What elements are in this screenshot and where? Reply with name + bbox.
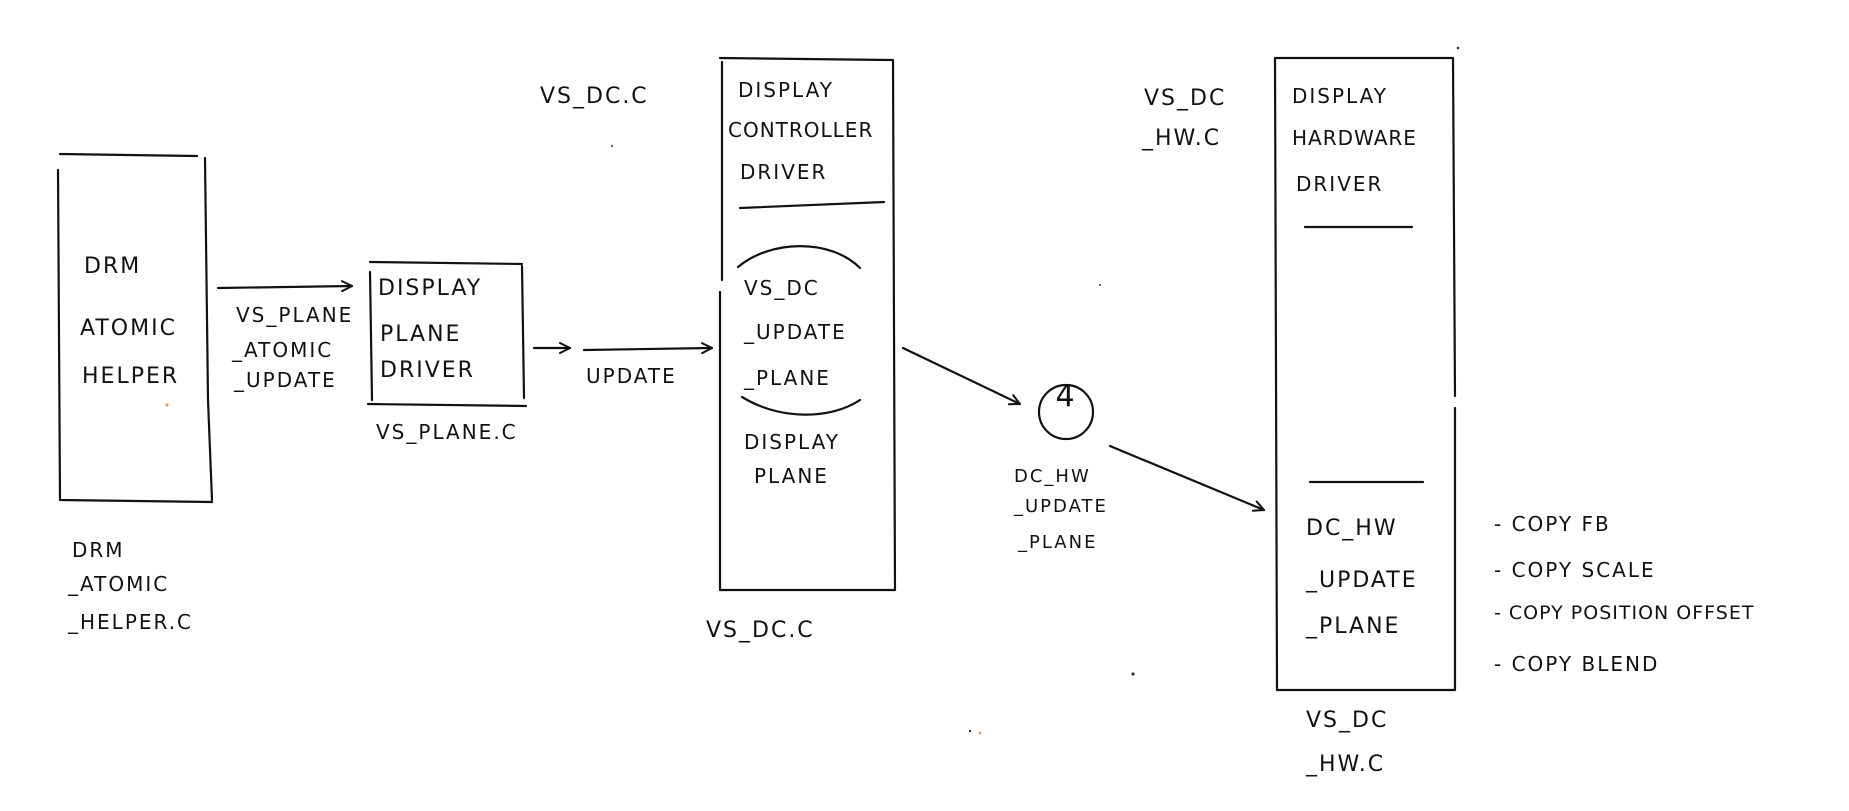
- step-label-2: _UPDATE: [1014, 496, 1108, 517]
- edge-atomic-update-label-3: _UPDATE: [234, 368, 337, 392]
- drm-helper-label-1: DRM: [84, 254, 142, 279]
- edge-update-label: UPDATE: [586, 364, 677, 388]
- hw-func-3: _PLANE: [1306, 614, 1401, 639]
- hw-file-bottom-2: _HW.C: [1306, 752, 1386, 777]
- plane-driver-box: [366, 260, 528, 408]
- speck: [1131, 672, 1135, 676]
- drm-helper-file-1: DRM: [72, 538, 125, 562]
- copy-list-item-2: - COPY SCALE: [1494, 558, 1656, 582]
- step-number: 4: [1055, 379, 1075, 414]
- step-label-1: DC_HW: [1014, 466, 1091, 487]
- hw-file-top-1: VS_DC: [1144, 86, 1227, 111]
- dc-title-2: CONTROLLER: [728, 118, 874, 142]
- hw-func-1: DC_HW: [1306, 516, 1398, 541]
- copy-list-item-1: - COPY FB: [1494, 512, 1611, 536]
- copy-list-item-3: - COPY POSITION OFFSET: [1494, 602, 1755, 624]
- hw-file-top-2: _HW.C: [1142, 126, 1222, 151]
- edge-atomic-update-label-1: VS_PLANE: [236, 303, 354, 327]
- edge-atomic-update-arrow: [216, 280, 354, 293]
- copy-list-item-4: - COPY BLEND: [1494, 652, 1660, 676]
- hw-title-1: DISPLAY: [1292, 84, 1389, 108]
- dc-func-top-arc: [736, 245, 862, 270]
- plane-driver-file: VS_PLANE.C: [376, 420, 518, 444]
- step-to-hw-arrow: [1108, 444, 1266, 512]
- dc-func-3: _PLANE: [744, 366, 831, 390]
- step-label-3: _PLANE: [1018, 532, 1098, 553]
- dc-title-1: DISPLAY: [738, 78, 835, 102]
- dc-to-step-arrow: [901, 346, 1022, 406]
- edge-update-arrow: [582, 342, 714, 355]
- dc-driver-box: [718, 56, 897, 592]
- drm-helper-label-2: ATOMIC: [80, 316, 177, 341]
- dc-sub-2: PLANE: [754, 464, 829, 488]
- hw-func-2: _UPDATE: [1306, 568, 1418, 593]
- speck: [968, 729, 972, 733]
- dc-func-2: _UPDATE: [744, 320, 847, 344]
- speck: [978, 731, 982, 735]
- dc-func-bottom-arc: [740, 395, 862, 416]
- step-circle: [1037, 383, 1095, 441]
- hw-driver-box: [1273, 56, 1457, 692]
- speck: [611, 145, 613, 147]
- dc-func-1: VS_DC: [744, 276, 820, 300]
- drm-helper-box: [56, 152, 214, 504]
- hw-title-2: HARDWARE: [1292, 126, 1417, 150]
- dc-sub-1: DISPLAY: [744, 430, 841, 454]
- drm-helper-label-3: HELPER: [82, 364, 180, 389]
- hw-title-3: DRIVER: [1296, 172, 1384, 196]
- dc-title-3: DRIVER: [740, 160, 828, 184]
- speck: [165, 403, 169, 407]
- plane-driver-label-3: DRIVER: [380, 358, 475, 383]
- dc-file-top: VS_DC.C: [540, 84, 649, 109]
- plane-driver-label-1: DISPLAY: [378, 276, 483, 301]
- speck: [1099, 284, 1101, 286]
- edge-atomic-update-label-2: _ATOMIC: [232, 338, 334, 362]
- dc-title-divider: [738, 200, 886, 210]
- dc-file-bottom: VS_DC.C: [706, 618, 815, 643]
- plane-driver-label-2: PLANE: [380, 322, 462, 347]
- speck: [1456, 46, 1460, 50]
- drm-helper-file-3: _HELPER.C: [68, 610, 194, 634]
- drm-helper-file-2: _ATOMIC: [68, 572, 170, 596]
- hw-file-bottom-1: VS_DC: [1306, 708, 1389, 733]
